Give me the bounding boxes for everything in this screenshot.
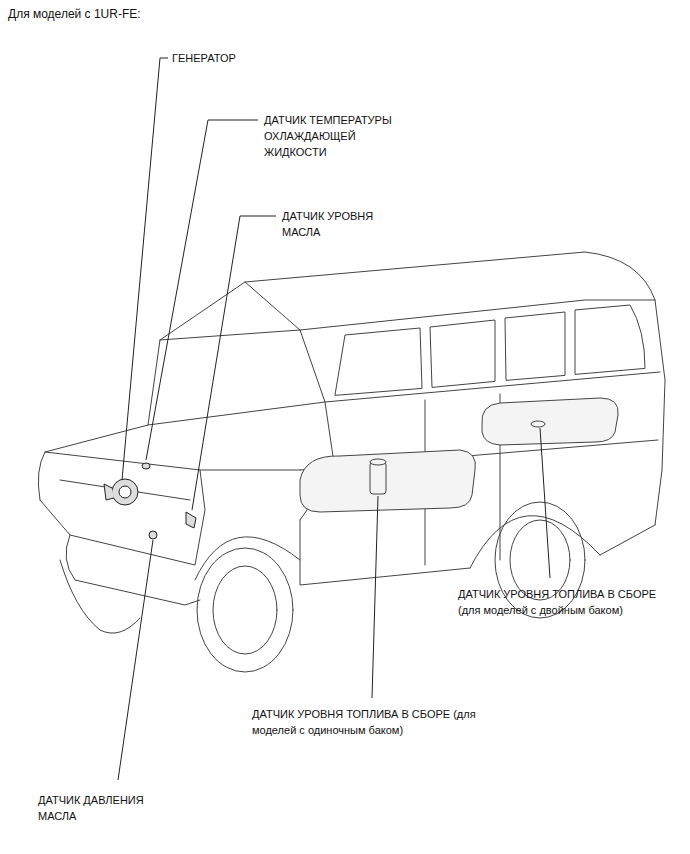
part-label: ДАТЧИК ДАВЛЕНИЯ МАСЛА [38, 792, 168, 824]
part-label: ДАТЧИК ТЕМПЕРАТУРЫ ОХЛАЖДАЮЩЕЙ ЖИДКОСТИ [264, 112, 414, 160]
part-label: ДАТЧИК УРОВНЯ МАСЛА [282, 208, 397, 240]
part-label: ДАТЧИК УРОВНЯ ТОПЛИВА В СБОРЕ (для модел… [458, 586, 673, 618]
part-label: ГЕНЕРАТОР [172, 50, 292, 66]
figure-title: Для моделей с 1UR-FE: [8, 6, 141, 22]
part-label: ДАТЧИК УРОВНЯ ТОПЛИВА В СБОРЕ (для модел… [252, 706, 477, 738]
